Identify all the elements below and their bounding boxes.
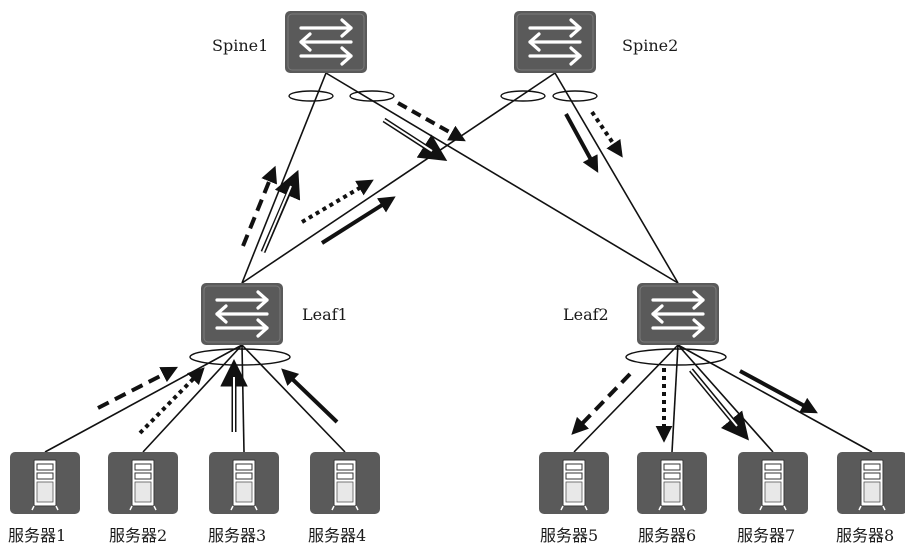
server2-icon xyxy=(108,452,178,514)
lag-spine2-right xyxy=(552,90,598,102)
server1-icon xyxy=(10,452,80,514)
leaf2-label: Leaf2 xyxy=(563,305,609,324)
server8-icon xyxy=(837,452,905,514)
server5-icon xyxy=(539,452,609,514)
devices xyxy=(10,11,905,514)
link-leaf2-server6 xyxy=(671,344,679,453)
link-spine2-leaf1 xyxy=(241,72,556,284)
flow-arrow-solid xyxy=(564,113,599,173)
server8-label: 服务器8 xyxy=(836,526,895,545)
link-leaf2-server5 xyxy=(573,344,679,453)
server6-icon xyxy=(637,452,707,514)
flow-arrow-solid xyxy=(320,196,396,245)
lag-spine1-left xyxy=(288,90,334,102)
link-leaf2-server8 xyxy=(677,344,873,453)
spine1-switch-icon xyxy=(285,11,367,73)
link-leaf1-server2 xyxy=(142,344,243,453)
server7-label: 服务器7 xyxy=(737,526,796,545)
link-leaf1-server4 xyxy=(241,344,346,453)
flow-arrow-dashed xyxy=(97,366,178,410)
flow-arrow-dashed xyxy=(397,101,466,142)
server3-label: 服务器3 xyxy=(208,526,267,545)
spine2-label: Spine2 xyxy=(622,36,679,55)
flow-arrow-solid xyxy=(739,369,818,414)
link-leaf1-server3 xyxy=(241,344,245,453)
flow-arrow-solid xyxy=(281,368,339,424)
leaf1-label: Leaf1 xyxy=(302,305,348,324)
spine2-switch-icon xyxy=(514,11,596,73)
flow-arrow-dashed xyxy=(241,165,277,247)
server6-label: 服务器6 xyxy=(638,526,697,545)
leaf1-switch-icon xyxy=(201,283,283,345)
lag-leaf2 xyxy=(625,348,727,366)
link-leaf2-server7 xyxy=(677,344,774,453)
flow-arrow-dashed xyxy=(571,372,632,435)
server4-label: 服务器4 xyxy=(308,526,367,545)
flow-arrow-dotted xyxy=(300,179,374,224)
server5-label: 服务器5 xyxy=(540,526,599,545)
spine1-label: Spine1 xyxy=(212,36,269,55)
link-spine1-leaf2 xyxy=(325,72,679,284)
server3-icon xyxy=(209,452,279,514)
lag-spine2-left xyxy=(500,90,546,102)
links xyxy=(44,72,873,453)
lag-spine1-right xyxy=(349,90,395,102)
flow-arrow-dotted xyxy=(590,110,623,158)
server7-icon xyxy=(738,452,808,514)
server4-icon xyxy=(310,452,380,514)
flow-arrow-dotted xyxy=(138,367,205,435)
leaf2-switch-icon xyxy=(637,283,719,345)
traffic-arrows xyxy=(97,101,818,443)
server1-label: 服务器1 xyxy=(8,526,67,545)
link-leaf1-server1 xyxy=(44,344,243,453)
server2-label: 服务器2 xyxy=(109,526,168,545)
link-spine1-leaf1 xyxy=(241,72,327,284)
link-spine2-leaf2 xyxy=(554,72,679,284)
lag-leaf1 xyxy=(189,348,291,366)
